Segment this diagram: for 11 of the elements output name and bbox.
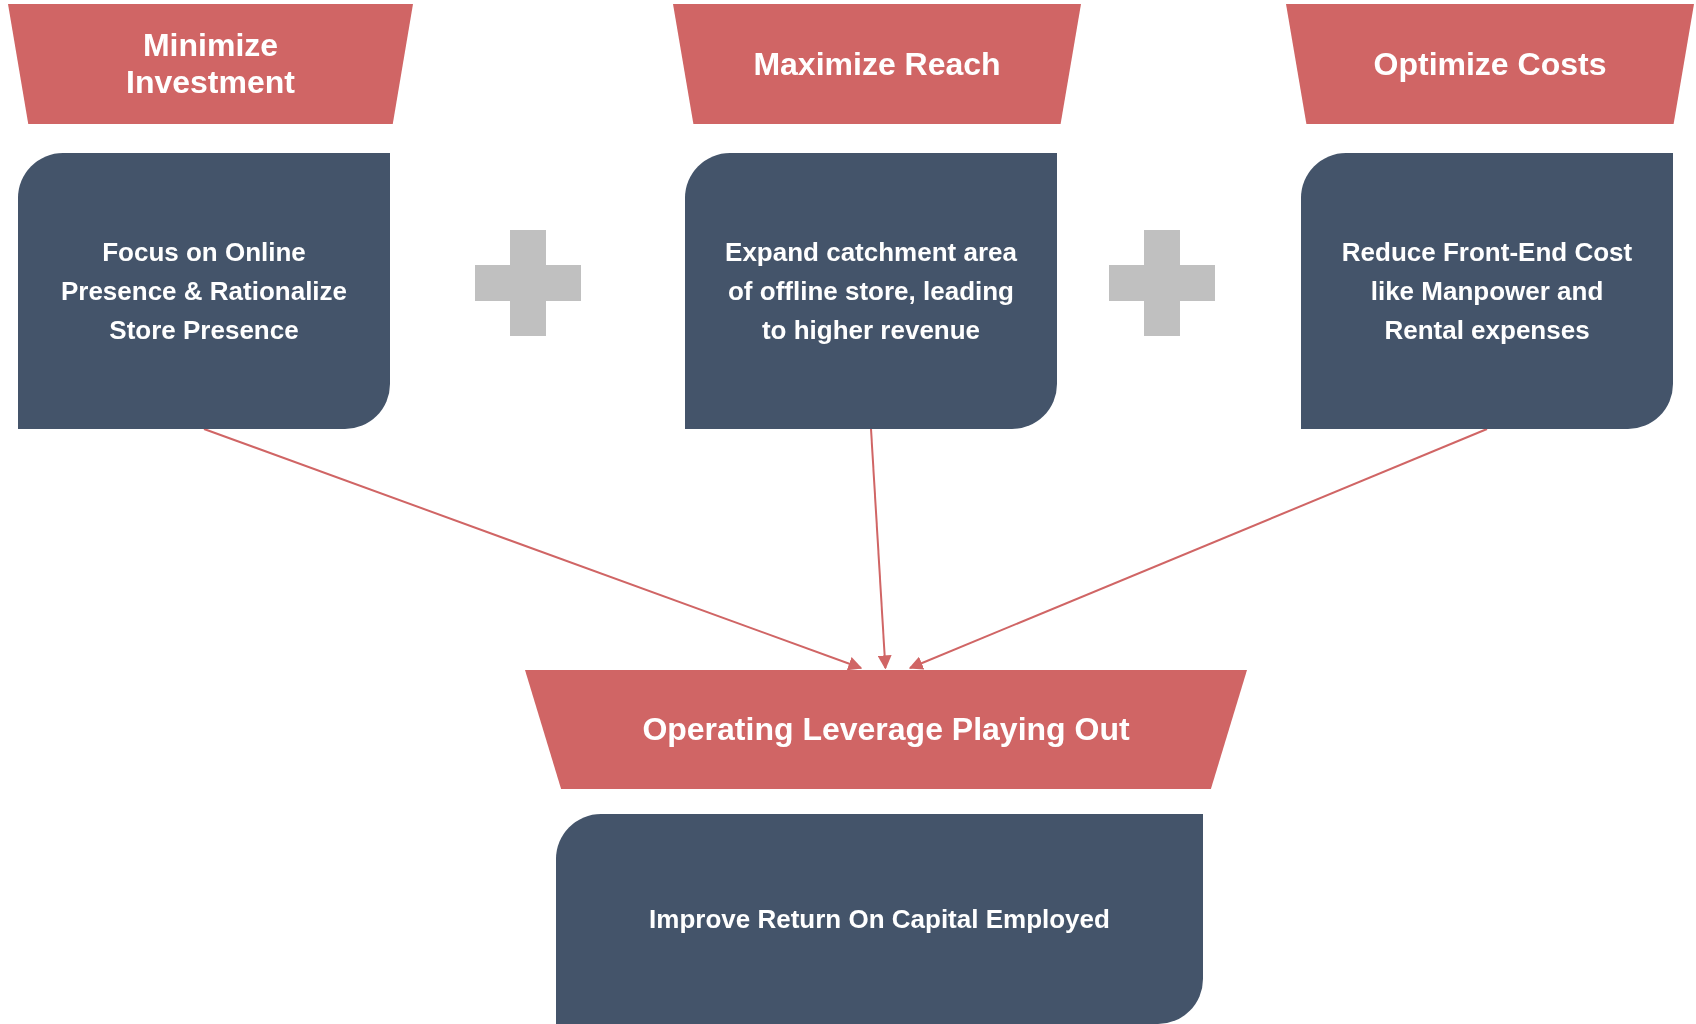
- header-banner: Operating Leverage Playing Out: [525, 670, 1247, 789]
- text-card: Reduce Front-End Cost like Manpower and Rental expenses: [1301, 153, 1673, 429]
- header-banner: Optimize Costs: [1286, 4, 1694, 124]
- header-banner: Minimize Investment: [8, 4, 413, 124]
- arrow: [870, 428, 892, 670]
- text-card: Improve Return On Capital Employed: [556, 814, 1203, 1024]
- header-banner: Maximize Reach: [673, 4, 1081, 124]
- arrow: [203, 428, 863, 671]
- arrow: [908, 428, 1488, 670]
- text-card: Focus on Online Presence & Rationalize Store Presence: [18, 153, 390, 429]
- text-card: Expand catchment area of offline store, leading to higher revenue: [685, 153, 1057, 429]
